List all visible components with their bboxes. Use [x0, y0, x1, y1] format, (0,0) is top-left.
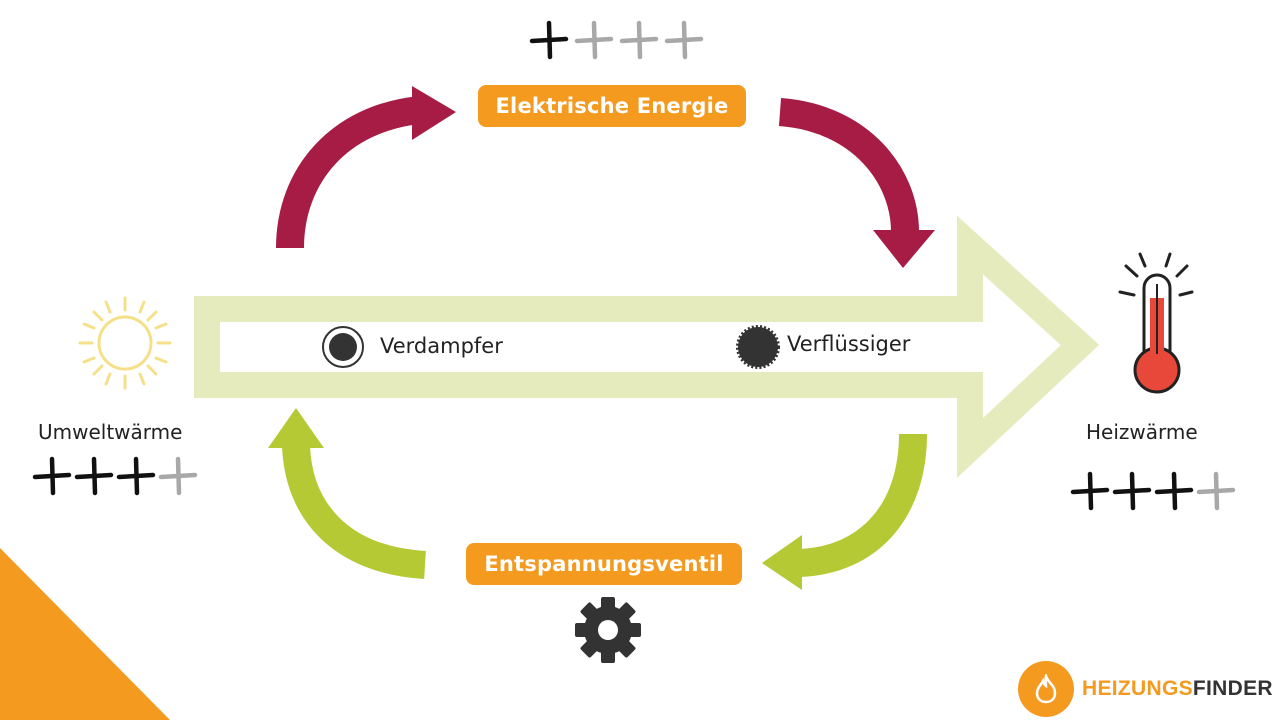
- arrow-from-valve-head: [268, 408, 324, 448]
- arrow-from-energy-head: [873, 230, 935, 268]
- thermometer-icon: [1118, 252, 1194, 394]
- plus-icon: [116, 456, 156, 496]
- arrow-to-valve: [798, 433, 927, 577]
- verdampfer-icon: [322, 326, 364, 368]
- plus-icon: [158, 456, 198, 496]
- evaporator-label: Verdampfer: [380, 334, 503, 358]
- plus-icon: [529, 20, 569, 60]
- plus-icon: [664, 20, 704, 60]
- arrow-to-energy-head: [412, 86, 456, 140]
- verfluessiger-icon: [736, 325, 780, 369]
- arrow-from-energy: [778, 98, 919, 233]
- plus-icon: [1196, 471, 1236, 511]
- brand-name-part1: HEIZUNGS: [1082, 677, 1193, 700]
- flame-icon: [1018, 661, 1074, 717]
- brand-name-part2: FINDER: [1192, 677, 1273, 700]
- gear-icon: [575, 597, 641, 663]
- environment-heat-label: Umweltwärme: [38, 420, 183, 444]
- plus-icon: [574, 20, 614, 60]
- brand-logo: HEIZUNGSFINDER: [1018, 661, 1273, 717]
- rating-environment-heat: [32, 456, 198, 496]
- expansion-valve-box: Entspannungsventil: [466, 543, 742, 585]
- heating-heat-label: Heizwärme: [1086, 420, 1198, 444]
- plus-icon: [74, 456, 114, 496]
- rating-electric-energy: [529, 20, 704, 60]
- main-flow-arrow: [194, 215, 1100, 478]
- arrow-from-valve: [282, 444, 427, 579]
- sun-icon: [78, 296, 172, 390]
- arrow-to-energy: [276, 96, 422, 249]
- plus-icon: [32, 456, 72, 496]
- plus-icon: [1154, 471, 1194, 511]
- plus-icon: [619, 20, 659, 60]
- rating-heating-heat: [1070, 471, 1236, 511]
- arrow-to-valve-head: [762, 535, 802, 590]
- brand-name: HEIZUNGSFINDER: [1082, 677, 1273, 701]
- condenser-label: Verflüssiger: [787, 332, 911, 356]
- electric-energy-box: Elektrische Energie: [478, 85, 746, 127]
- corner-triangle: [0, 548, 170, 720]
- plus-icon: [1112, 471, 1152, 511]
- plus-icon: [1070, 471, 1110, 511]
